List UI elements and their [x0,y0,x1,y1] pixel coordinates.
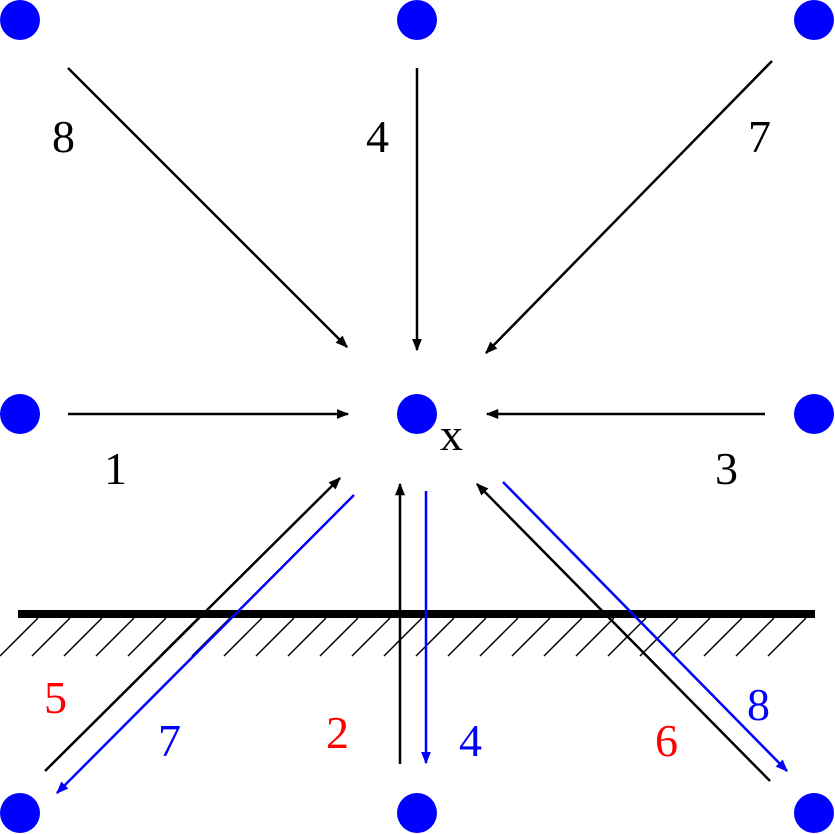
node-middle-left [0,394,40,434]
arrow-outgoing-left [56,494,355,794]
label-top-right: 7 [748,111,771,162]
node-bottom-right [794,793,834,833]
center-label: x [440,409,463,460]
hatch-mark [255,617,295,657]
hatch-mark [703,617,743,657]
hatch-mark [671,617,711,657]
wall-hatching [0,617,807,657]
hatch-mark [223,617,263,657]
label-top-left: 8 [52,111,75,162]
arrow-top-right [485,60,773,354]
hatch-mark [479,617,519,657]
hatch-mark [735,617,775,657]
label-incoming-left: 5 [44,672,67,723]
hatch-mark [351,617,391,657]
node-top-right [794,0,834,40]
node-bottom-center [397,793,437,833]
label-outgoing-center: 4 [459,715,482,766]
hatch-mark [639,617,679,657]
hatch-mark [543,617,583,657]
arrow-outgoing-right [502,481,788,772]
hatch-mark [767,617,807,657]
label-top-center: 4 [366,111,389,162]
label-middle-left: 1 [104,443,127,494]
hatch-mark [0,617,39,657]
label-middle-right: 3 [715,443,738,494]
hatch-mark [95,617,135,657]
node-top-center [397,0,437,40]
node-top-left [0,0,40,40]
node-middle-right [794,394,834,434]
hatch-mark [287,617,327,657]
hatch-mark [127,617,167,657]
arrow-incoming-right [476,483,771,782]
label-outgoing-right: 8 [747,679,770,730]
hatch-mark [511,617,551,657]
label-incoming-center: 2 [326,707,349,758]
hatch-mark [575,617,615,657]
hatch-mark [319,617,359,657]
node-bottom-left [0,793,40,833]
label-incoming-right: 6 [655,715,678,766]
hatch-mark [31,617,71,657]
hatch-mark [383,617,423,657]
hatch-mark [63,617,103,657]
hatch-mark [415,617,455,657]
node-center [397,394,437,434]
arrow-top-left [67,67,348,348]
label-outgoing-left: 7 [158,715,181,766]
arrow-incoming-left [44,477,341,772]
hatch-mark [447,617,487,657]
